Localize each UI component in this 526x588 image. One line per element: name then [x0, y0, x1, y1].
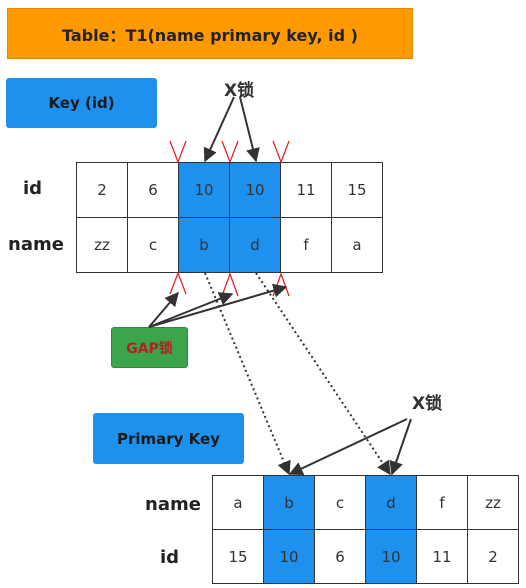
gap-markers-top — [169, 140, 290, 164]
pk-cell-id-3: 10 — [365, 529, 417, 584]
index-cell-id-1: 6 — [127, 162, 179, 218]
x-lock-label-bottom: X锁 — [412, 394, 443, 414]
gap-marker-bottom-3 — [272, 272, 290, 297]
index-row-label-id: id — [23, 178, 43, 199]
gap-arrow-3 — [148, 283, 288, 328]
secondary-index-table: 2 6 10 10 11 15 zz c b d f a — [76, 162, 383, 273]
gap-marker-top-1 — [169, 140, 187, 164]
pk-cell-name-3: d — [365, 475, 417, 530]
gap-marker-bottom-2 — [221, 272, 239, 297]
pk-row-label-name: name — [145, 494, 201, 515]
x-lock-bottom-arrow-left — [288, 418, 408, 475]
gap-marker-top-2 — [221, 140, 239, 164]
index-cell-name-1: c — [127, 217, 179, 273]
gap-lock-label: GAP锁 — [126, 340, 173, 357]
x-lock-top-arrow-right — [239, 96, 260, 163]
index-cell-name-0: zz — [76, 217, 128, 273]
lookup-arrow-b — [204, 272, 291, 476]
x-lock-bottom-arrow-right — [389, 418, 412, 476]
gap-arrow-2 — [148, 292, 234, 328]
primary-key-table: a b c d f zz 15 10 6 10 11 2 — [212, 475, 519, 584]
index-name-row: zz c b d f a — [76, 217, 383, 273]
index-row-label-name: name — [8, 234, 64, 255]
secondary-key-label: Key (id) — [48, 94, 115, 112]
index-cell-name-5: a — [331, 217, 383, 273]
pk-cell-name-5: zz — [467, 475, 519, 530]
index-cell-name-2: b — [178, 217, 230, 273]
pk-row-label-id: id — [160, 547, 180, 568]
index-cell-name-4: f — [280, 217, 332, 273]
primary-key-label: Primary Key — [117, 429, 220, 448]
pk-cell-id-5: 2 — [467, 529, 519, 584]
table-title-banner: Table：T1(name primary key, id ) — [7, 8, 413, 59]
pk-cell-id-1: 10 — [263, 529, 315, 584]
pk-cell-name-1: b — [263, 475, 315, 530]
gap-marker-bottom-1 — [169, 271, 187, 295]
index-cell-id-5: 15 — [331, 162, 383, 218]
primary-key-box: Primary Key — [93, 413, 244, 464]
pk-id-row: 15 10 6 10 11 2 — [212, 529, 519, 584]
x-lock-top-arrow-left — [203, 96, 235, 163]
gap-marker-top-3 — [272, 140, 290, 164]
gap-markers-bottom — [169, 271, 290, 297]
secondary-key-box: Key (id) — [6, 78, 157, 128]
index-cell-id-4: 11 — [280, 162, 332, 218]
gap-arrow-1 — [148, 291, 179, 328]
pk-cell-id-4: 11 — [416, 529, 468, 584]
x-lock-label-top: X锁 — [224, 81, 255, 101]
lookup-arrow-d — [255, 272, 391, 476]
table-title: Table：T1(name primary key, id ) — [62, 25, 358, 45]
pk-cell-id-2: 6 — [314, 529, 366, 584]
index-id-row: 2 6 10 10 11 15 — [76, 162, 383, 218]
